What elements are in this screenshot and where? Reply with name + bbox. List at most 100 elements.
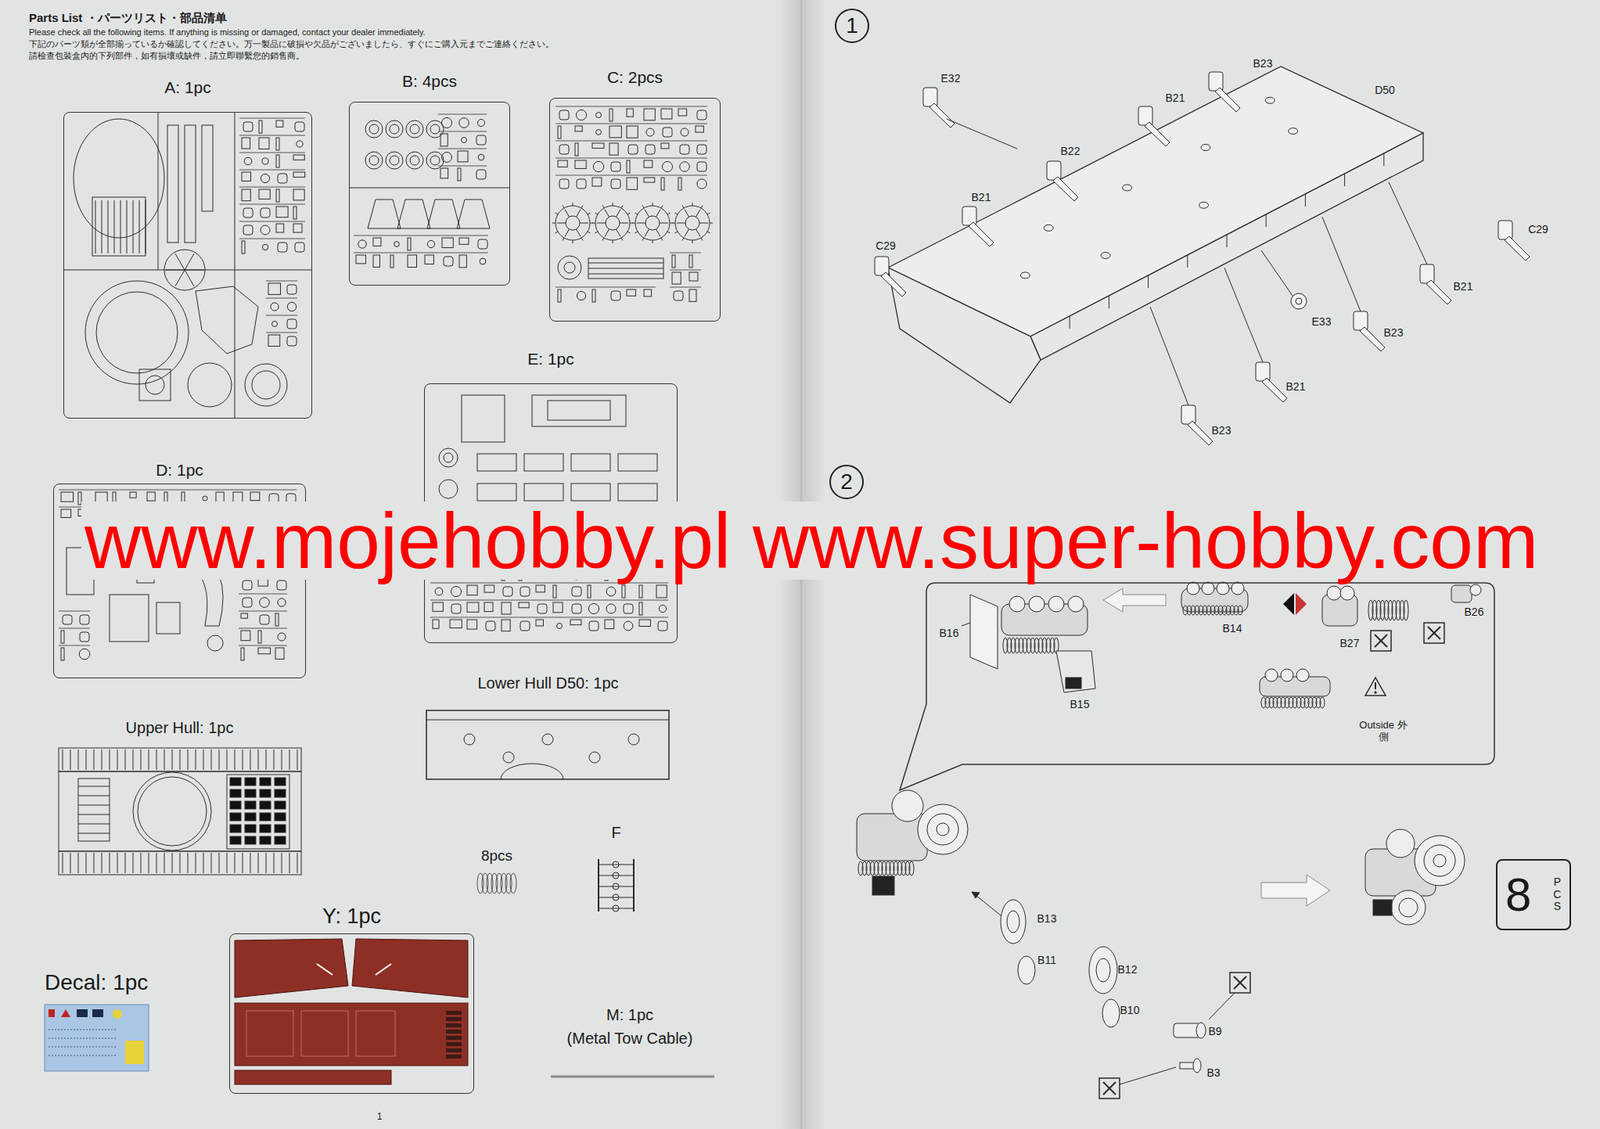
sprue-part (139, 369, 171, 401)
upper-hull-part (266, 852, 267, 874)
sprocket-part (627, 231, 630, 234)
sprocket-part (612, 240, 614, 244)
sprocket-part (675, 205, 710, 241)
sprue-part (240, 613, 248, 619)
sprue-frame (549, 97, 721, 322)
turret-part (107, 200, 109, 254)
sprocket-part (576, 229, 582, 238)
sprue-part (477, 483, 517, 501)
sprue-runner (238, 611, 288, 612)
sprocket-part (682, 204, 684, 208)
leader-line (961, 622, 971, 626)
sprocket-part (627, 212, 630, 215)
leader-line (1150, 306, 1189, 406)
road-wheel-part (917, 804, 968, 855)
sprue-part (618, 453, 658, 472)
suspension-part (874, 256, 889, 276)
part-number: B21 (971, 190, 992, 204)
upper-hull-part (117, 852, 119, 874)
sprue-part (440, 168, 449, 179)
sprue-part (262, 158, 269, 165)
turret-part (139, 200, 141, 254)
road-wheel-part (430, 155, 440, 166)
sprocket-part (696, 229, 702, 238)
sprue-part (557, 160, 568, 167)
sprue-part (657, 621, 668, 631)
sprue-part (276, 223, 285, 233)
hull-hole (1265, 97, 1275, 104)
road-wheel-part (927, 813, 959, 845)
suspension-part (1046, 161, 1061, 180)
sprue-part (680, 128, 689, 137)
lower-hull-part (628, 733, 640, 745)
sprue-part (557, 289, 561, 303)
sprue-part (689, 272, 698, 281)
suspension-part (1181, 405, 1196, 425)
road-wheel-part (369, 155, 379, 166)
sprue-part (592, 143, 605, 148)
suspension-part (929, 103, 955, 128)
upper-hull-part (137, 776, 207, 846)
upper-hull-part (117, 749, 119, 770)
sprue-f-part (598, 875, 634, 877)
lower-hull-part (589, 751, 601, 763)
road-wheel-part (1398, 898, 1418, 917)
part-number: D50 (1374, 83, 1396, 97)
sprue-part (394, 241, 400, 248)
upper-hull-part (226, 852, 228, 874)
upper-hull-part (187, 852, 189, 874)
upper-hull-part (242, 852, 244, 874)
leader-line (1119, 1067, 1176, 1085)
sprue-runner (239, 135, 306, 137)
sprue-part (639, 602, 643, 615)
photo-etch-part (355, 1010, 396, 1057)
sprue-part (270, 302, 279, 311)
wheel-part (164, 249, 205, 291)
bogie-part (856, 813, 928, 861)
bogie-part (1326, 586, 1342, 601)
upper-hull-part (109, 749, 111, 770)
upper-hull-part (93, 749, 95, 770)
decal-sheet (44, 1004, 149, 1072)
engine-grille (244, 836, 256, 845)
sprocket-part (699, 222, 709, 224)
sprue-runner (266, 332, 298, 334)
sprocket-part (707, 212, 710, 215)
sprocket-part (661, 204, 663, 208)
sprue-part (575, 109, 587, 120)
engine-grille (274, 801, 286, 809)
sprue-part (61, 492, 74, 502)
part-number: B23 (1211, 424, 1232, 437)
sprue-e: E: 1pc (424, 349, 678, 644)
sprocket-part (594, 212, 597, 215)
sprue-runner (555, 106, 708, 108)
upper-hull-part (156, 749, 158, 770)
sprue-part (662, 127, 673, 137)
sprocket-part (684, 209, 690, 218)
sprocket-part (564, 209, 570, 218)
sprocket-part (612, 202, 614, 206)
upper-hull-part (125, 852, 126, 874)
sprocket-part (602, 237, 605, 241)
sprue-part (596, 129, 602, 136)
sprocket-part (656, 229, 662, 238)
wheel-part (175, 253, 185, 270)
bogie-part (1009, 596, 1025, 612)
sprue-part (678, 108, 687, 116)
turret-part (145, 200, 147, 254)
hull-tab (1344, 173, 1345, 187)
upper-hull-part (258, 852, 259, 874)
upper-hull-part (86, 749, 87, 770)
sprue-part (442, 237, 454, 249)
decal-mark (48, 1038, 118, 1040)
turret-part (120, 200, 122, 254)
sprue-part (358, 240, 367, 249)
sprue-part (479, 258, 486, 265)
hull-hole (1288, 128, 1298, 135)
photo-etch-fret: Y: 1pc (229, 904, 475, 1094)
road-wheel-part (1089, 946, 1118, 994)
hull-tab (1147, 275, 1149, 288)
part-heading: Decal: 1pc (44, 970, 148, 996)
upper-hull-part (211, 852, 213, 874)
sprue-part (547, 400, 611, 421)
